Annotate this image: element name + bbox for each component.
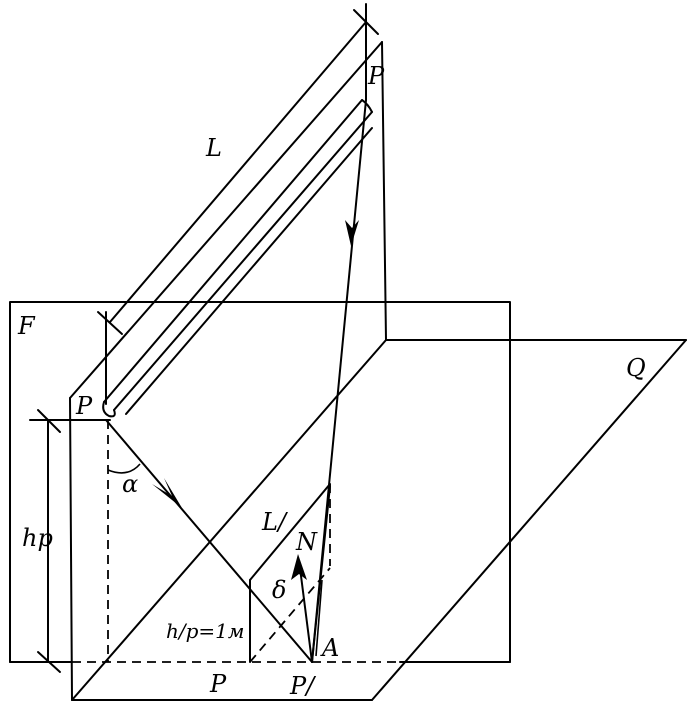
label-alpha: α xyxy=(122,470,138,498)
label-f: F xyxy=(17,312,36,340)
plane-q xyxy=(71,339,687,701)
angle-alpha-arc xyxy=(107,463,141,474)
label-a: A xyxy=(320,634,339,662)
label-p-top: P xyxy=(367,62,385,90)
label-q: Q xyxy=(626,354,646,382)
label-l-prime: L/ xyxy=(261,508,289,536)
rays xyxy=(105,99,367,663)
dimension-l xyxy=(97,3,379,405)
normal-arrowhead xyxy=(291,554,307,580)
label-hp: hp xyxy=(22,524,53,552)
label-n: N xyxy=(295,528,318,556)
label-p-left: P xyxy=(75,392,93,420)
ray-arrowhead-left xyxy=(152,478,182,508)
object-l xyxy=(102,99,373,418)
inclined-plane xyxy=(69,41,387,701)
dimension-hp xyxy=(29,409,111,673)
plane-f xyxy=(9,301,511,663)
label-p-bottom: P xyxy=(209,670,227,698)
image-l-prime xyxy=(249,483,331,663)
label-p-prime: P/ xyxy=(289,672,317,700)
ray-arrowhead-top xyxy=(345,220,359,246)
normal-n xyxy=(291,554,323,663)
label-hp-prime: h/p=1м xyxy=(166,619,245,643)
projection-lines xyxy=(72,420,400,663)
label-delta: δ xyxy=(272,576,286,604)
label-l: L xyxy=(205,134,222,162)
